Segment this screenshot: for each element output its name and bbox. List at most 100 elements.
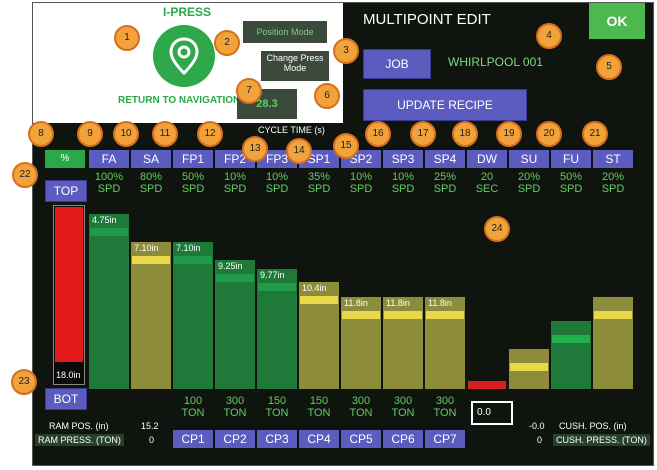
position-marker-sp2: [342, 311, 380, 319]
column-header-su[interactable]: SU: [509, 150, 549, 168]
top-button[interactable]: TOP: [45, 180, 87, 202]
bar-value-sp1: 10.4in: [302, 283, 327, 293]
checkpoint-cp5[interactable]: CP5: [341, 430, 381, 448]
speed-value-fu[interactable]: 50% SPD: [559, 171, 583, 195]
column-header-st[interactable]: ST: [593, 150, 633, 168]
annotation-badge-16: 16: [365, 121, 391, 147]
speed-value-st[interactable]: 20% SPD: [601, 171, 625, 195]
tonnage-cp1[interactable]: 100 TON: [181, 395, 205, 419]
ok-button[interactable]: OK: [589, 3, 645, 39]
annotation-badge-17: 17: [410, 121, 436, 147]
speed-value-fp2[interactable]: 10% SPD: [223, 171, 247, 195]
position-bar-sa[interactable]: [131, 242, 171, 389]
column-header-fu[interactable]: FU: [551, 150, 591, 168]
speed-value-sa[interactable]: 80% SPD: [139, 171, 163, 195]
speed-value-dw[interactable]: 20 SEC: [475, 171, 499, 195]
annotation-badge-13: 13: [242, 136, 268, 162]
speed-value-sp4[interactable]: 25% SPD: [433, 171, 457, 195]
percent-toggle[interactable]: %: [45, 150, 85, 168]
bar-value-fa: 4.75in: [92, 215, 117, 225]
annotation-badge-24: 24: [484, 216, 510, 242]
cycle-time-label: CYCLE TIME (s): [258, 125, 325, 135]
position-bar-fa[interactable]: [89, 214, 129, 389]
position-mode-display: Position Mode: [243, 21, 327, 43]
position-marker-fp3: [258, 283, 296, 291]
checkpoint-cp6[interactable]: CP6: [383, 430, 423, 448]
checkpoint-cp3[interactable]: CP3: [257, 430, 297, 448]
checkpoint-cp1[interactable]: CP1: [173, 430, 213, 448]
bar-value-sa: 7.10in: [134, 243, 159, 253]
speed-value-fa[interactable]: 100% SPD: [94, 171, 124, 195]
cush-press-value: 0: [537, 435, 543, 445]
hmi-screen: I-PRESS RETURN TO NAVIGATION Position Mo…: [32, 2, 654, 466]
column-header-fp1[interactable]: FP1: [173, 150, 213, 168]
tonnage-cp2[interactable]: 300 TON: [223, 395, 247, 419]
annotation-badge-7: 7: [236, 78, 262, 104]
position-marker-sp3: [384, 311, 422, 319]
location-pin-icon: [169, 37, 199, 76]
bar-value-fp3: 9.77in: [260, 270, 285, 280]
ram-pos-label: RAM POS. (in): [49, 421, 109, 431]
column-header-dw[interactable]: DW: [467, 150, 507, 168]
speed-value-fp1[interactable]: 50% SPD: [181, 171, 205, 195]
dwell-value-field[interactable]: 0.0: [471, 401, 513, 425]
position-marker-dw: [468, 381, 506, 389]
checkpoint-cp4[interactable]: CP4: [299, 430, 339, 448]
bar-value-sp2: 11.8in: [344, 298, 368, 308]
annotation-badge-3: 3: [333, 38, 359, 64]
position-marker-sp4: [426, 311, 464, 319]
bar-value-fp2: 9.25in: [218, 261, 243, 271]
page-title: MULTIPOINT EDIT: [363, 11, 491, 28]
position-bar-fu[interactable]: [551, 321, 591, 389]
cush-pos-value: -0.0: [529, 421, 545, 431]
position-marker-fu: [552, 335, 590, 343]
position-bar-fp1[interactable]: [173, 242, 213, 389]
speed-value-fp3[interactable]: 10% SPD: [265, 171, 289, 195]
speed-value-sp2[interactable]: 10% SPD: [349, 171, 373, 195]
bar-value-sp3: 11.8in: [386, 298, 410, 308]
annotation-badge-6: 6: [314, 83, 340, 109]
speed-value-sp3[interactable]: 10% SPD: [391, 171, 415, 195]
cush-press-label: CUSH. PRESS. (TON): [553, 434, 650, 446]
checkpoint-cp7[interactable]: CP7: [425, 430, 465, 448]
bot-button[interactable]: BOT: [45, 388, 87, 410]
annotation-badge-14: 14: [286, 138, 312, 164]
column-header-sa[interactable]: SA: [131, 150, 171, 168]
checkpoint-cp2[interactable]: CP2: [215, 430, 255, 448]
ram-pos-value: 15.2: [141, 421, 159, 431]
tonnage-cp3[interactable]: 150 TON: [265, 395, 289, 419]
speed-value-su[interactable]: 20% SPD: [517, 171, 541, 195]
change-press-mode-button[interactable]: Change Press Mode: [261, 51, 329, 81]
column-header-fa[interactable]: FA: [89, 150, 129, 168]
update-recipe-button[interactable]: UPDATE RECIPE: [363, 89, 527, 121]
annotation-badge-8: 8: [28, 121, 54, 147]
tonnage-cp6[interactable]: 300 TON: [391, 395, 415, 419]
ram-position-bar: 18.0in: [53, 205, 85, 385]
ram-position-fill: [55, 207, 83, 362]
column-header-sp4[interactable]: SP4: [425, 150, 465, 168]
bar-value-sp4: 11.8in: [428, 298, 452, 308]
speed-value-sp1[interactable]: 35% SPD: [307, 171, 331, 195]
position-marker-fp1: [174, 256, 212, 264]
job-button[interactable]: JOB: [363, 49, 431, 79]
position-marker-fa: [90, 228, 128, 236]
ram-press-label: RAM PRESS. (TON): [35, 434, 124, 446]
annotation-badge-12: 12: [197, 121, 223, 147]
tonnage-cp5[interactable]: 300 TON: [349, 395, 373, 419]
recipe-name: WHIRLPOOL 001: [448, 55, 543, 69]
annotation-badge-18: 18: [452, 121, 478, 147]
app-title: I-PRESS: [163, 5, 212, 19]
return-to-navigation-label: RETURN TO NAVIGATION: [118, 95, 241, 106]
ram-press-value: 0: [149, 435, 155, 445]
cush-pos-label: CUSH. POS. (in): [559, 421, 627, 431]
column-header-sp3[interactable]: SP3: [383, 150, 423, 168]
tonnage-cp7[interactable]: 300 TON: [433, 395, 457, 419]
ram-bar-value: 18.0in: [56, 370, 81, 380]
annotation-badge-5: 5: [596, 54, 622, 80]
tonnage-cp4[interactable]: 150 TON: [307, 395, 331, 419]
annotation-badge-2: 2: [214, 30, 240, 56]
position-marker-su: [510, 363, 548, 371]
annotation-badge-20: 20: [536, 121, 562, 147]
annotation-badge-1: 1: [114, 25, 140, 51]
return-to-navigation-button[interactable]: [153, 25, 215, 87]
